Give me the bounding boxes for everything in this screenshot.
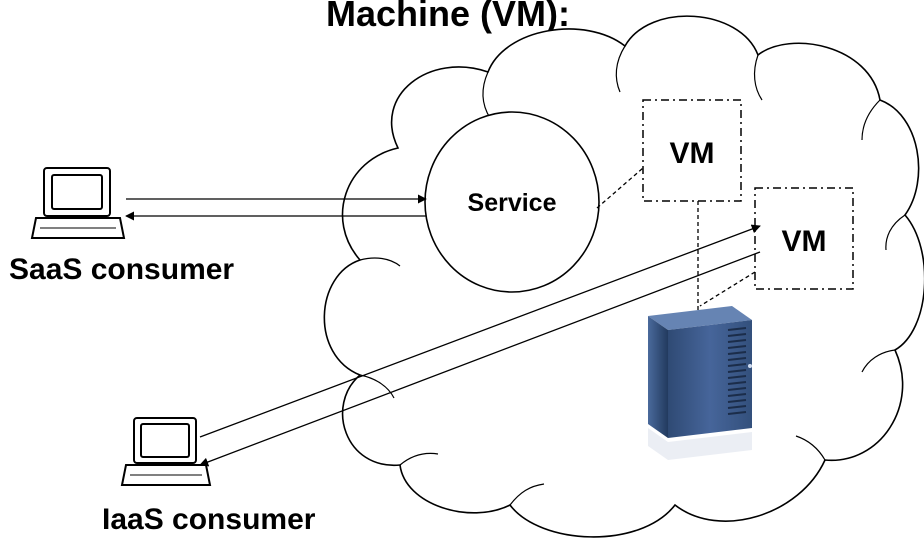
iaas-request-arrow — [199, 224, 761, 438]
service-label: Service — [468, 189, 557, 217]
page-title: Machine (VM): — [326, 0, 570, 34]
vm-label: VM — [782, 225, 827, 258]
vm2-server-connector — [699, 271, 756, 307]
iaas-consumer-label: IaaS consumer — [102, 503, 316, 536]
iaas-response-arrow — [199, 251, 761, 467]
saas-consumer-label: SaaS consumer — [9, 253, 234, 286]
laptop-icon — [30, 167, 126, 239]
laptop-icon — [120, 417, 212, 486]
service-vm-connector — [596, 167, 644, 209]
server-icon — [648, 306, 752, 460]
vm-label: VM — [670, 137, 715, 170]
vm-box-2 — [754, 187, 854, 290]
vm-box-1 — [642, 99, 742, 202]
